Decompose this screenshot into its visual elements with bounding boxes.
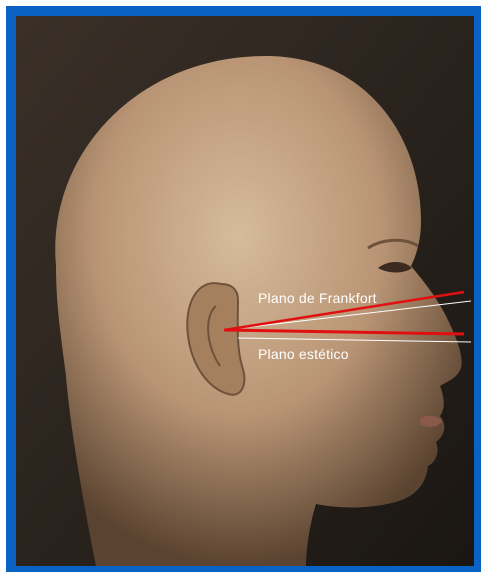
head-illustration: [16, 16, 474, 566]
head-profile-photo: Plano de Frankfort Plano estético: [16, 16, 474, 566]
frankfort-plane-label: Plano de Frankfort: [258, 290, 377, 306]
aesthetic-plane-label: Plano estético: [258, 346, 349, 362]
